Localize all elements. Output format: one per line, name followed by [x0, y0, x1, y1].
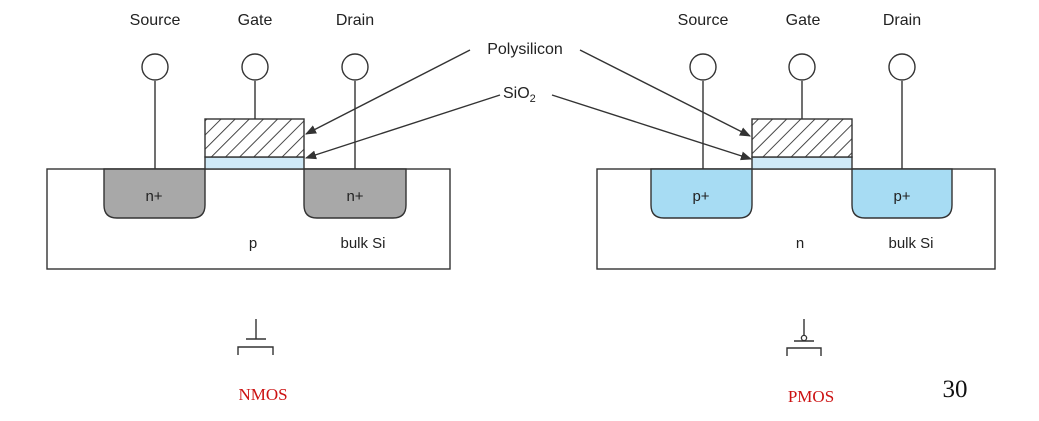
- polysilicon-arrow-nmos: [305, 49, 471, 135]
- polysilicon-label: Polysilicon: [487, 41, 563, 58]
- pmos-source-label: Source: [678, 12, 729, 29]
- nmos-caption: NMOS: [238, 385, 287, 404]
- nmos-gate-label: Gate: [238, 12, 273, 29]
- nmos-substrate-label: p: [249, 235, 257, 252]
- sio2-label: SiO2: [503, 85, 536, 105]
- nmos-gate-terminal: [241, 53, 269, 81]
- polysilicon-callout: Polysilicon: [305, 41, 751, 137]
- pmos-gate-oxide: [751, 156, 853, 170]
- pmos-drain-terminal: [888, 53, 916, 81]
- nmos-drain-label: Drain: [336, 12, 374, 29]
- nmos-source-label: Source: [130, 12, 181, 29]
- nmos-drain-well: [303, 168, 407, 219]
- nmos-source-well: [103, 168, 206, 219]
- pmos-device: Source Gate Drain p+ p+ n bulk Si PMOS: [596, 12, 996, 406]
- sio2-callout: SiO2: [304, 85, 753, 161]
- nmos-drain-terminal: [341, 53, 369, 81]
- nmos-source-terminal: [141, 53, 169, 81]
- polysilicon-arrow-pmos: [579, 49, 751, 137]
- pmos-transistor-symbol: [786, 319, 822, 356]
- nmos-bulk-label: bulk Si: [340, 235, 385, 252]
- pmos-drain-label: Drain: [883, 12, 921, 29]
- nmos-drain-region-label: n+: [346, 188, 363, 205]
- pmos-source-region-label: p+: [692, 188, 709, 205]
- pmos-source-well: [650, 168, 753, 219]
- nmos-source-region-label: n+: [145, 188, 162, 205]
- pmos-caption: PMOS: [788, 387, 834, 406]
- pmos-bulk-label: bulk Si: [888, 235, 933, 252]
- nmos-transistor-symbol: [237, 319, 274, 355]
- pmos-drain-region-label: p+: [893, 188, 910, 205]
- pmos-substrate-label: n: [796, 235, 804, 252]
- nmos-gate-oxide: [204, 156, 305, 170]
- pmos-drain-well: [851, 168, 953, 219]
- pmos-source-terminal: [689, 53, 717, 81]
- page-number: 30: [943, 376, 968, 403]
- sio2-label-subscript: 2: [530, 93, 536, 105]
- nmos-polysilicon-gate: [204, 118, 305, 158]
- pmos-gate-label: Gate: [786, 12, 821, 29]
- sio2-arrow-nmos: [304, 94, 501, 160]
- sio2-arrow-pmos: [551, 94, 753, 161]
- nmos-device: Source Gate Drain n+ n+ p bulk Si NMOS: [46, 12, 451, 404]
- pmos-polysilicon-gate: [751, 118, 853, 158]
- sio2-label-base: SiO: [503, 85, 530, 102]
- pmos-gate-terminal: [788, 53, 816, 81]
